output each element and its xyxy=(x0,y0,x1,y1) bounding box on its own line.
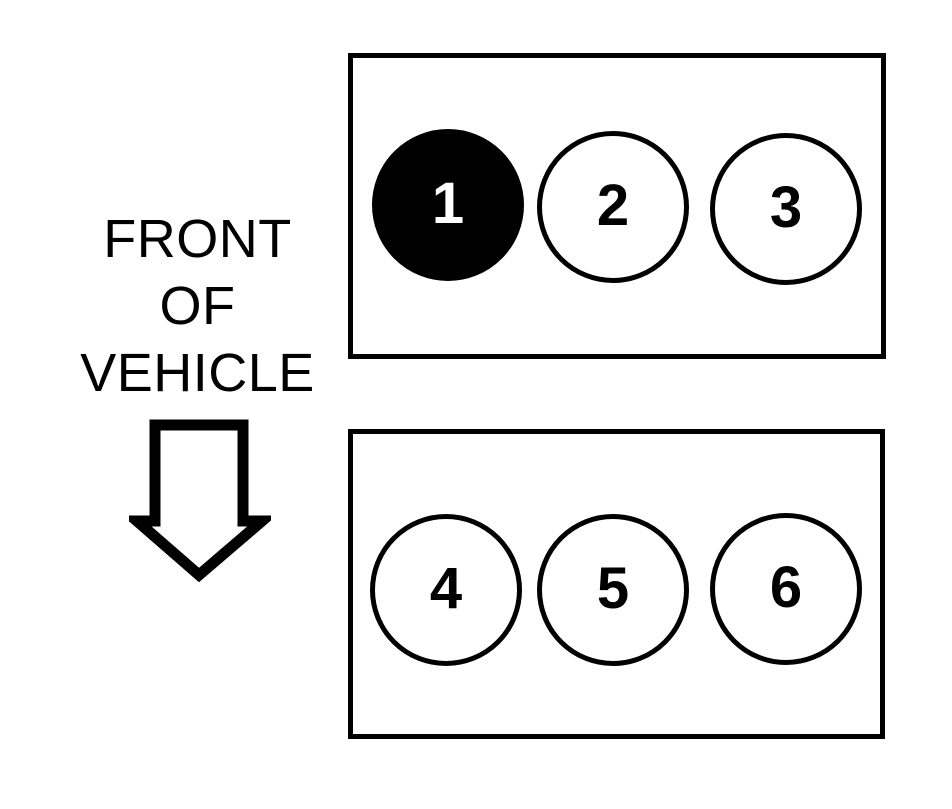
down-arrow-icon xyxy=(129,418,271,584)
front-of-vehicle-label: FRONT OF VEHICLE xyxy=(30,206,365,407)
cylinder-5-number: 5 xyxy=(596,556,630,621)
cylinder-6-number: 6 xyxy=(769,555,803,620)
label-line-vehicle: VEHICLE xyxy=(80,343,315,403)
label-line-front: FRONT xyxy=(103,209,292,269)
cylinder-4[interactable]: 4 xyxy=(370,514,522,666)
cylinder-3[interactable]: 3 xyxy=(710,133,862,285)
label-line-of: OF xyxy=(159,276,236,336)
cylinder-5[interactable]: 5 xyxy=(537,514,689,666)
cylinder-1-number: 1 xyxy=(431,171,465,236)
cylinder-1[interactable]: 1 xyxy=(372,129,524,281)
cylinder-2-number: 2 xyxy=(596,173,630,238)
cylinder-4-number: 4 xyxy=(429,556,463,621)
cylinder-2[interactable]: 2 xyxy=(537,131,689,283)
cylinder-6[interactable]: 6 xyxy=(710,513,862,665)
cylinder-3-number: 3 xyxy=(769,175,803,240)
